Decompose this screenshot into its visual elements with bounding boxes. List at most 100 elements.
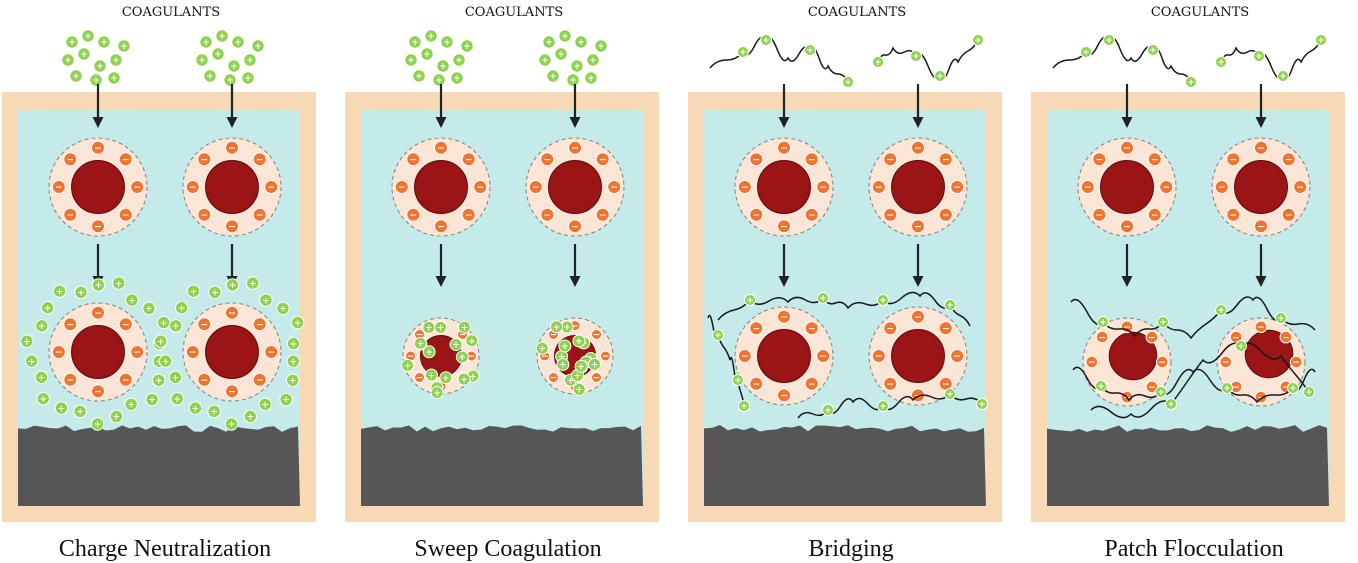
particle-core	[1100, 160, 1154, 214]
svg-text:−: −	[593, 331, 601, 341]
svg-text:−: −	[1257, 222, 1265, 232]
negative-charge-icon: −	[938, 207, 953, 222]
svg-text:+: +	[100, 38, 108, 48]
colloid-particle: −−−−−−−−	[391, 137, 491, 237]
svg-text:+: +	[978, 400, 986, 410]
svg-text:+: +	[162, 357, 170, 367]
svg-text:−: −	[67, 376, 75, 386]
svg-text:−: −	[942, 155, 950, 165]
negative-charge-icon: −	[434, 140, 448, 155]
negative-charge-icon: −	[225, 140, 239, 155]
polymer-chain: ++++	[872, 34, 984, 82]
colloid-particle: −−−−−−−−	[1216, 317, 1306, 407]
coagulant-ion-icon: +	[572, 334, 586, 348]
particle-core	[414, 160, 468, 214]
svg-text:+: +	[879, 296, 887, 306]
arrow-down-icon	[1255, 84, 1267, 128]
svg-text:+: +	[254, 42, 262, 52]
arrow-down-icon	[1121, 84, 1133, 128]
coagulant-ion-icon: +	[91, 278, 106, 292]
svg-text:+: +	[734, 376, 742, 386]
svg-text:+: +	[874, 58, 882, 68]
coagulant-ion-icon: +	[586, 53, 600, 67]
positive-charge-icon: +	[738, 400, 750, 412]
negative-charge-icon: −	[568, 219, 582, 234]
coagulant-ion-icon: +	[77, 47, 91, 61]
coagulant-ion-icon: +	[152, 373, 166, 387]
negative-charge-icon: −	[63, 317, 78, 332]
negative-charge-icon: −	[590, 329, 602, 341]
svg-text:−: −	[1282, 333, 1290, 343]
svg-text:−: −	[808, 211, 816, 221]
svg-text:+: +	[120, 42, 128, 52]
coagulant-ion-icon: +	[535, 341, 549, 355]
svg-text:−: −	[189, 183, 197, 193]
svg-text:+: +	[844, 78, 852, 88]
svg-text:−: −	[887, 155, 895, 165]
svg-text:+: +	[453, 74, 461, 84]
colloid-particle: −−−−−−−−	[182, 302, 282, 402]
svg-text:+: +	[824, 406, 832, 416]
negative-charge-icon: −	[1281, 207, 1296, 222]
polymer-chain: ++++	[1072, 366, 1316, 404]
positive-charge-icon: +	[1235, 340, 1247, 352]
coagulant-ion-icon: +	[413, 336, 427, 350]
negative-charge-icon: −	[528, 180, 543, 194]
sediment-layer	[18, 425, 300, 506]
svg-text:+: +	[77, 289, 85, 299]
panel-bridging: COAGULANTSBridging++++++++−−−−−−−−−−−−−−…	[688, 5, 1002, 562]
svg-text:−: −	[256, 155, 264, 165]
negative-charge-icon: −	[804, 152, 819, 167]
negative-charge-icon: −	[595, 207, 610, 222]
negative-charge-icon: −	[938, 321, 953, 336]
svg-text:−: −	[437, 222, 445, 232]
svg-text:+: +	[172, 322, 180, 332]
coagulant-ion-icon: +	[208, 285, 222, 300]
positive-charge-icon: +	[744, 294, 756, 306]
coagulant-ion-icon: +	[36, 392, 50, 406]
negative-charge-icon: −	[1147, 207, 1162, 222]
svg-text:−: −	[122, 376, 130, 386]
negative-charge-icon: −	[51, 180, 66, 194]
coagulant-ion-icon: +	[154, 334, 168, 348]
svg-text:−: −	[571, 222, 579, 232]
svg-text:+: +	[762, 36, 770, 46]
svg-text:+: +	[557, 50, 565, 60]
svg-text:+: +	[28, 357, 36, 367]
svg-text:+: +	[946, 301, 954, 311]
coagulant-ion-icon: +	[223, 73, 237, 87]
svg-text:−: −	[593, 374, 601, 384]
negative-charge-icon: −	[1092, 152, 1107, 167]
coagulant-ion-icon: +	[107, 71, 121, 85]
mechanism-caption: Charge Neutralization	[59, 536, 271, 562]
svg-text:+: +	[279, 305, 287, 315]
arrow-down-icon	[1255, 244, 1267, 287]
positive-charge-icon: +	[1277, 70, 1289, 82]
coagulant-ion-icon: +	[558, 29, 572, 43]
negative-charge-icon: −	[1145, 380, 1159, 394]
svg-text:−: −	[228, 387, 236, 397]
svg-text:−: −	[541, 352, 549, 362]
coagulant-ion-icon: +	[440, 35, 454, 49]
svg-text:+: +	[455, 56, 463, 66]
svg-text:−: −	[942, 324, 950, 334]
mechanism-caption: Sweep Coagulation	[414, 536, 601, 562]
svg-text:+: +	[452, 341, 460, 351]
svg-text:+: +	[290, 357, 298, 367]
svg-text:−: −	[267, 183, 275, 193]
particle-core	[891, 329, 945, 383]
coagulant-ion-icon: +	[276, 301, 290, 316]
svg-text:−: −	[808, 324, 816, 334]
svg-text:+: +	[1082, 48, 1090, 58]
svg-text:+: +	[210, 408, 218, 418]
negative-charge-icon: −	[950, 180, 965, 194]
svg-text:+: +	[234, 38, 242, 48]
negative-charge-icon: −	[749, 321, 764, 336]
colloid-particle: −−−−−−−−	[48, 137, 148, 237]
svg-text:+: +	[439, 62, 447, 72]
svg-text:+: +	[148, 396, 156, 406]
svg-text:−: −	[819, 352, 827, 362]
svg-text:+: +	[589, 56, 597, 66]
coagulant-ion-icon: +	[35, 319, 49, 333]
svg-text:+: +	[226, 76, 234, 86]
